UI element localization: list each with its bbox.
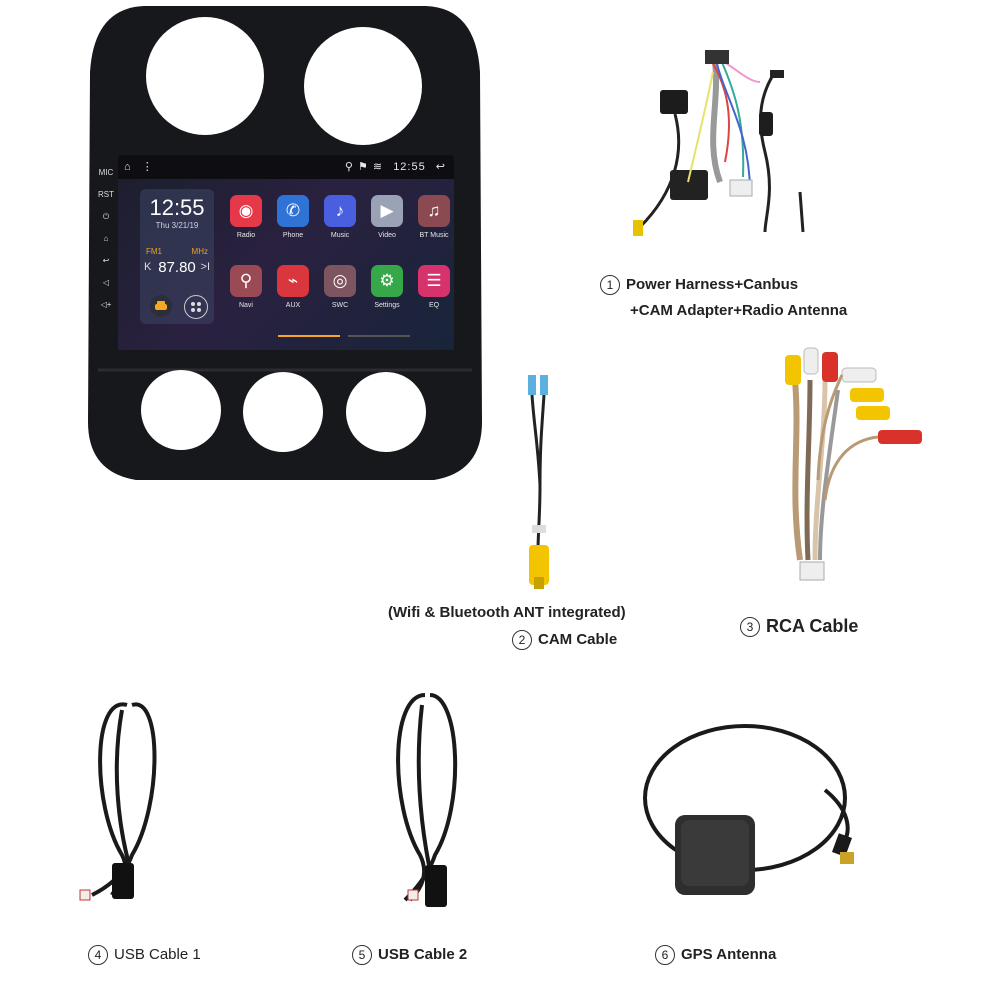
knob-right <box>346 372 426 452</box>
app-bt-music[interactable]: ♫ BT Music <box>414 195 454 251</box>
rca-cable-image <box>785 347 922 581</box>
item-4-label: USB Cable 1 <box>114 945 201 963</box>
app-label: BT Music <box>419 232 449 239</box>
back-icon[interactable]: ↩ <box>435 161 446 173</box>
usb-cable-1-image <box>79 702 157 901</box>
item-4-caption: 4 USB Cable 1 <box>88 945 201 965</box>
app-navi[interactable]: ⚲ Navi <box>226 265 266 321</box>
item-1-line-2: +CAM Adapter+Radio Antenna <box>630 302 848 319</box>
item-6-number: 6 <box>655 945 675 965</box>
page-indicator-active <box>278 335 340 337</box>
item-6-label: GPS Antenna <box>681 945 777 963</box>
aux-icon: ⌁ <box>277 265 309 297</box>
menu-icon[interactable]: ⋮ <box>141 161 153 173</box>
app-phone[interactable]: ✆ Phone <box>273 195 313 251</box>
eq-icon: ☰ <box>418 265 450 297</box>
video-icon: ▶ <box>371 195 403 227</box>
navi-icon: ⚲ <box>230 265 262 297</box>
vent-top-left <box>146 17 264 135</box>
app-eq[interactable]: ☰ EQ <box>414 265 454 321</box>
vent-top-right <box>304 27 422 145</box>
reset-button[interactable]: RST <box>98 190 114 199</box>
widget-time: 12:55 <box>149 195 205 220</box>
app-label: EQ <box>428 302 440 309</box>
app-label: Music <box>330 232 350 239</box>
item-6-caption: 6 GPS Antenna <box>655 945 776 965</box>
app-swc[interactable]: ◎ SWC <box>320 265 360 321</box>
settings-icon: ⚙ <box>371 265 403 297</box>
item-1-caption: 1 Power Harness+Canbus +CAM Adapter+Radio… <box>600 272 847 324</box>
clock-radio-widget[interactable]: 12:55 Thu 3/21/19 FM1 MHz K 87.80 >I <box>140 189 214 324</box>
app-label: Settings <box>374 302 400 309</box>
cam-cable-image <box>528 375 549 589</box>
volume-up-icon[interactable]: ◁+ <box>100 300 112 309</box>
item-3-label: RCA Cable <box>766 616 859 636</box>
next-station-icon[interactable]: >I <box>200 261 210 273</box>
usb-cable-2-image <box>396 693 458 907</box>
radio-unit: MHz <box>191 247 208 256</box>
app-aux[interactable]: ⌁ AUX <box>273 265 313 321</box>
app-video[interactable]: ▶ Video <box>367 195 407 251</box>
head-unit-screen: ⌂ ⋮ ⚲ ⚑ ≋ 12:55 ↩ 12:55 Thu 3/21/19 FM1 … <box>118 155 454 350</box>
item-5-caption: 5 USB Cable 2 <box>352 945 467 965</box>
app-label: Phone <box>282 232 304 239</box>
page-indicator-inactive <box>348 335 410 337</box>
mic-label: MIC <box>98 168 114 177</box>
volume-down-icon[interactable]: ◁ <box>102 278 110 287</box>
item-3-caption: 3 RCA Cable <box>740 616 859 638</box>
radio-band: FM1 <box>146 247 162 256</box>
gps-antenna-image <box>643 724 854 895</box>
app-music[interactable]: ♪ Music <box>320 195 360 251</box>
app-label: SWC <box>331 302 349 309</box>
power-harness-image <box>633 50 805 236</box>
power-icon[interactable]: ⏻ <box>102 212 110 221</box>
item-2-note: (Wifi & Bluetooth ANT integrated) <box>388 604 626 621</box>
back-icon[interactable]: ↩ <box>102 256 110 265</box>
apps-menu-icon[interactable] <box>184 295 208 319</box>
item-5-number: 5 <box>352 945 372 965</box>
prev-station-icon[interactable]: K <box>144 261 152 273</box>
app-label: Radio <box>236 232 256 239</box>
item-2-label: CAM Cable <box>538 630 618 648</box>
phone-icon: ✆ <box>277 195 309 227</box>
radio-frequency: 87.80 <box>158 259 196 276</box>
home-icon[interactable]: ⌂ <box>124 161 131 173</box>
knob-left <box>141 370 221 450</box>
item-1-number: 1 <box>600 275 620 296</box>
home-icon[interactable]: ⌂ <box>103 234 109 243</box>
app-radio[interactable]: ◉ Radio <box>226 195 266 251</box>
item-3-number: 3 <box>740 617 760 638</box>
status-icons: ⚲ ⚑ ≋ <box>344 161 384 173</box>
car-icon[interactable] <box>150 295 172 317</box>
app-settings[interactable]: ⚙ Settings <box>367 265 407 321</box>
side-buttons: MIC RST ⏻ ⌂ ↩ ◁ ◁+ <box>98 168 114 322</box>
status-time: 12:55 <box>393 161 426 173</box>
home-wallpaper: 12:55 Thu 3/21/19 FM1 MHz K 87.80 >I ◉ Ra… <box>118 179 454 350</box>
item-5-label: USB Cable 2 <box>378 945 468 963</box>
status-bar: ⌂ ⋮ ⚲ ⚑ ≋ 12:55 ↩ <box>118 155 454 179</box>
bt-music-icon: ♫ <box>418 195 450 227</box>
item-2-number: 2 <box>512 630 532 650</box>
knob-center <box>243 372 323 452</box>
widget-date: Thu 3/21/19 <box>155 221 199 230</box>
swc-icon: ◎ <box>324 265 356 297</box>
item-1-line-1: Power Harness+Canbus <box>626 276 799 293</box>
item-2-caption: 2 CAM Cable <box>512 630 617 650</box>
app-label: Video <box>378 232 396 239</box>
music-icon: ♪ <box>324 195 356 227</box>
app-label: AUX <box>285 302 301 309</box>
item-4-number: 4 <box>88 945 108 965</box>
app-label: Navi <box>238 302 253 309</box>
radio-icon: ◉ <box>230 195 262 227</box>
